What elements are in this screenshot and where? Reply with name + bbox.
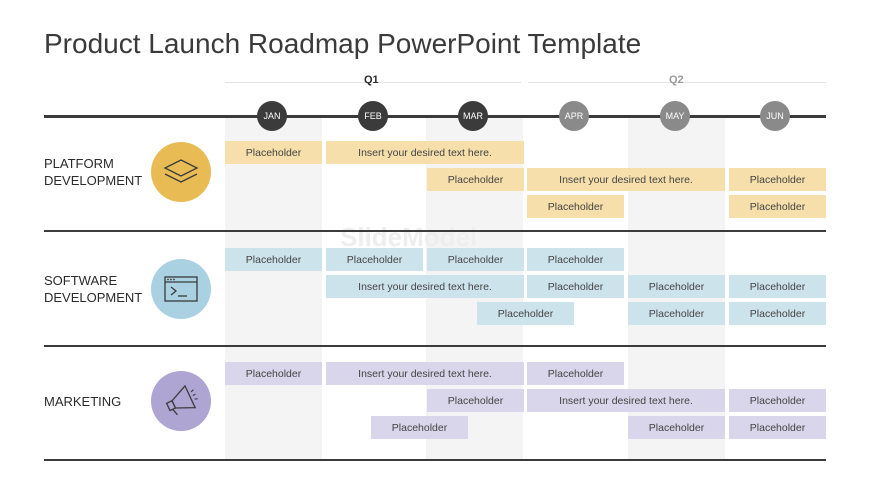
software-task-bar: Placeholder — [326, 248, 423, 271]
software-task-bar: Insert your desired text here. — [326, 275, 524, 298]
marketing-task-bar: Insert your desired text here. — [527, 389, 725, 412]
column-shade-jan — [225, 118, 322, 460]
category-label-software: Software Development — [44, 272, 142, 306]
category-label-marketing: Marketing — [44, 393, 121, 410]
quarter-label-q2: Q2 — [669, 74, 684, 86]
marketing-task-bar: Placeholder — [729, 389, 826, 412]
platform-task-bar: Placeholder — [427, 168, 524, 191]
software-task-bar: Placeholder — [427, 248, 524, 271]
software-task-bar: Placeholder — [225, 248, 322, 271]
platform-task-bar: Placeholder — [527, 195, 624, 218]
timeline-axis — [44, 115, 826, 118]
month-marker-jan: JAN — [257, 101, 287, 131]
month-marker-jun: JUN — [760, 101, 790, 131]
marketing-task-bar: Placeholder — [628, 416, 725, 439]
platform-task-bar: Placeholder — [729, 168, 826, 191]
software-task-bar: Placeholder — [527, 248, 624, 271]
category-label-line: Marketing — [44, 394, 122, 409]
month-marker-apr: APR — [559, 101, 589, 131]
software-task-bar: Placeholder — [628, 275, 725, 298]
software-task-bar: Placeholder — [527, 275, 624, 298]
platform-task-bar: Insert your desired text here. — [326, 141, 524, 164]
marketing-task-bar: Placeholder — [427, 389, 524, 412]
section-divider — [44, 459, 826, 461]
category-label-platform: Platform Development — [44, 155, 142, 189]
platform-icon-circle — [151, 142, 211, 202]
quarter-line-q1 — [225, 82, 521, 83]
marketing-task-bar: Placeholder — [371, 416, 468, 439]
month-marker-may: MAY — [660, 101, 690, 131]
month-marker-feb: FEB — [358, 101, 388, 131]
category-label-line: Software — [44, 273, 118, 288]
marketing-task-bar: Placeholder — [225, 362, 322, 385]
marketing-task-bar: Placeholder — [729, 416, 826, 439]
quarter-label-q1: Q1 — [364, 74, 379, 86]
marketing-task-bar: Placeholder — [527, 362, 624, 385]
quarter-line-q2 — [528, 82, 826, 83]
month-marker-mar: MAR — [458, 101, 488, 131]
section-divider — [44, 345, 826, 347]
section-divider — [44, 230, 826, 232]
marketing-icon-circle — [151, 371, 211, 431]
software-icon-circle — [151, 259, 211, 319]
layers-icon — [163, 159, 199, 183]
software-task-bar: Placeholder — [729, 302, 826, 325]
platform-task-bar: Insert your desired text here. — [527, 168, 725, 191]
megaphone-icon — [165, 385, 198, 416]
watermark: SlideModel — [340, 222, 478, 252]
marketing-task-bar: Insert your desired text here. — [326, 362, 524, 385]
software-task-bar: Placeholder — [477, 302, 574, 325]
software-task-bar: Placeholder — [729, 275, 826, 298]
platform-task-bar: Placeholder — [225, 141, 322, 164]
category-label-line: Platform — [44, 156, 114, 171]
software-task-bar: Placeholder — [628, 302, 725, 325]
category-label-line: Development — [44, 290, 143, 305]
category-label-line: Development — [44, 173, 143, 188]
platform-task-bar: Placeholder — [729, 195, 826, 218]
page-title: Product Launch Roadmap PowerPoint Templa… — [44, 28, 642, 59]
terminal-window-icon — [164, 276, 198, 302]
